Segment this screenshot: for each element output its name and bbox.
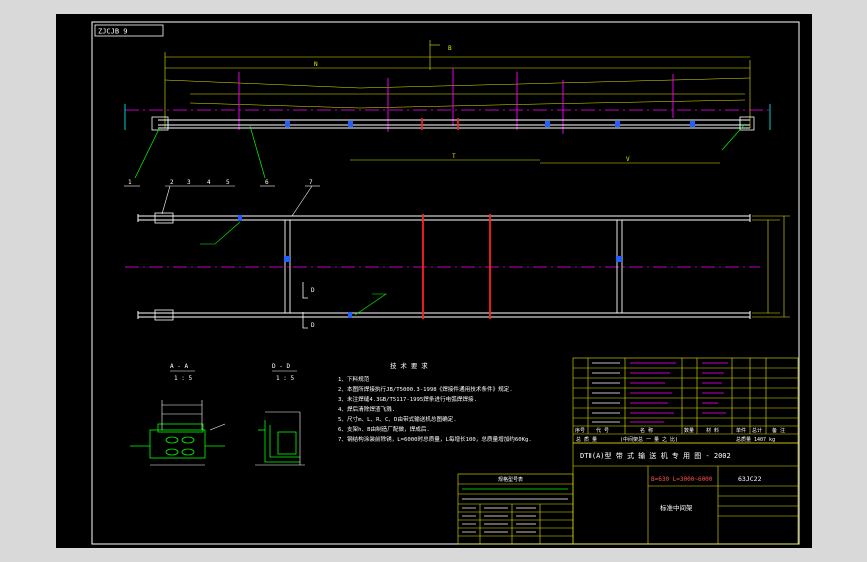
tech-req-4: 4、焊后清除焊渣飞溅. xyxy=(338,405,395,413)
drawing-border xyxy=(91,21,800,545)
callout-2: 2 xyxy=(170,179,174,186)
callout-1: 1 xyxy=(128,179,132,186)
title-block-spec: B=630 L=3000~6000 xyxy=(651,476,713,483)
section-a-detail: A - A 1 : 5 xyxy=(130,363,226,466)
bom-header-remark: 备 注 xyxy=(772,427,785,434)
callout-4: 4 xyxy=(207,179,211,186)
tech-req-6: 6、支架h、B由制造厂配做，焊成后. xyxy=(338,425,430,433)
bom-header-unit: 单件 xyxy=(736,427,746,434)
bom-footer-total: 总质量 1407 kg xyxy=(736,436,775,443)
tech-req-3: 3、未注焊缝4.3GB/T5117-1995焊条进行电弧焊焊接. xyxy=(338,395,477,403)
section-d-scale: 1 : 5 xyxy=(276,375,294,382)
callout-7: 7 xyxy=(309,179,313,186)
cut-label-d-2: D xyxy=(311,322,315,329)
bill-of-materials xyxy=(572,357,799,444)
drawing-tag-box xyxy=(94,24,164,37)
small-table-title: 规格型号表 xyxy=(498,476,523,483)
bom-rows xyxy=(592,362,728,423)
tech-req-5: 5、尺寸m、L、R、C、D由带式输送机总图确定. xyxy=(338,415,457,423)
dim-label-n: N xyxy=(314,61,318,68)
section-d-label: D - D xyxy=(272,363,290,370)
tech-req-2: 2、本图所焊接执行JB/T5000.3-1998《焊接件通用技术条件》规定. xyxy=(338,385,513,393)
dim-label-t: T xyxy=(452,153,456,160)
bom-header-material: 材 料 xyxy=(706,427,719,434)
dim-label-v: V xyxy=(626,156,630,163)
bom-header-name: 名 称 xyxy=(640,427,653,434)
callout-6: 6 xyxy=(265,179,269,186)
tech-req-1: 1、下料规范 xyxy=(338,375,370,383)
plan-view: D D xyxy=(125,212,790,329)
tech-req-7: 7、钢结构涂装前除锈，L=6000时总质量，L每增长100，总质量增加约60Kg… xyxy=(338,435,532,443)
title-block-code: 63JC22 xyxy=(738,475,762,483)
callout-5: 5 xyxy=(226,179,230,186)
small-spec-table xyxy=(457,473,574,545)
drawing-tag: ZJCJB 9 xyxy=(98,28,128,36)
bom-header-no: 序号 xyxy=(575,427,585,434)
title-block-name: 标准中间架 xyxy=(660,503,693,512)
dim-label-b: B xyxy=(448,45,452,52)
bom-footer-note: (中间架总 一 量 之 比) xyxy=(620,436,678,443)
cut-label-d-1: D xyxy=(311,287,315,294)
bom-header-total: 总计 xyxy=(752,427,762,434)
bom-header-qty: 数量 xyxy=(684,427,694,434)
bom-header-row: 序号 代 号 名 称 数量 材 料 单件 总计 备 注 xyxy=(575,427,785,434)
bom-footer-label: 总 质 量 xyxy=(576,436,597,443)
tech-title: 技 术 要 求 xyxy=(390,361,428,370)
top-elevation-view: B N T V xyxy=(124,40,771,179)
section-d-detail: D - D 1 : 5 xyxy=(255,363,305,466)
section-a-label: A - A xyxy=(170,363,188,370)
callout-3: 3 xyxy=(187,179,191,186)
bom-header-code: 代 号 xyxy=(596,427,609,434)
small-table-rows xyxy=(462,488,568,533)
section-a-scale: 1 : 5 xyxy=(174,375,192,382)
part-callouts: 1 2 3 4 5 6 7 xyxy=(128,179,313,186)
bom-footer-row: 总 质 量 (中间架总 一 量 之 比) 总质量 1407 kg xyxy=(576,436,775,443)
title-block-series: DTⅡ(A)型 带 式 输 送 机 专 用 图 - 2002 xyxy=(580,451,731,460)
technical-requirements: 技 术 要 求 1、下料规范 2、本图所焊接执行JB/T5000.3-1998《… xyxy=(338,361,532,443)
model-space-background xyxy=(56,14,812,548)
